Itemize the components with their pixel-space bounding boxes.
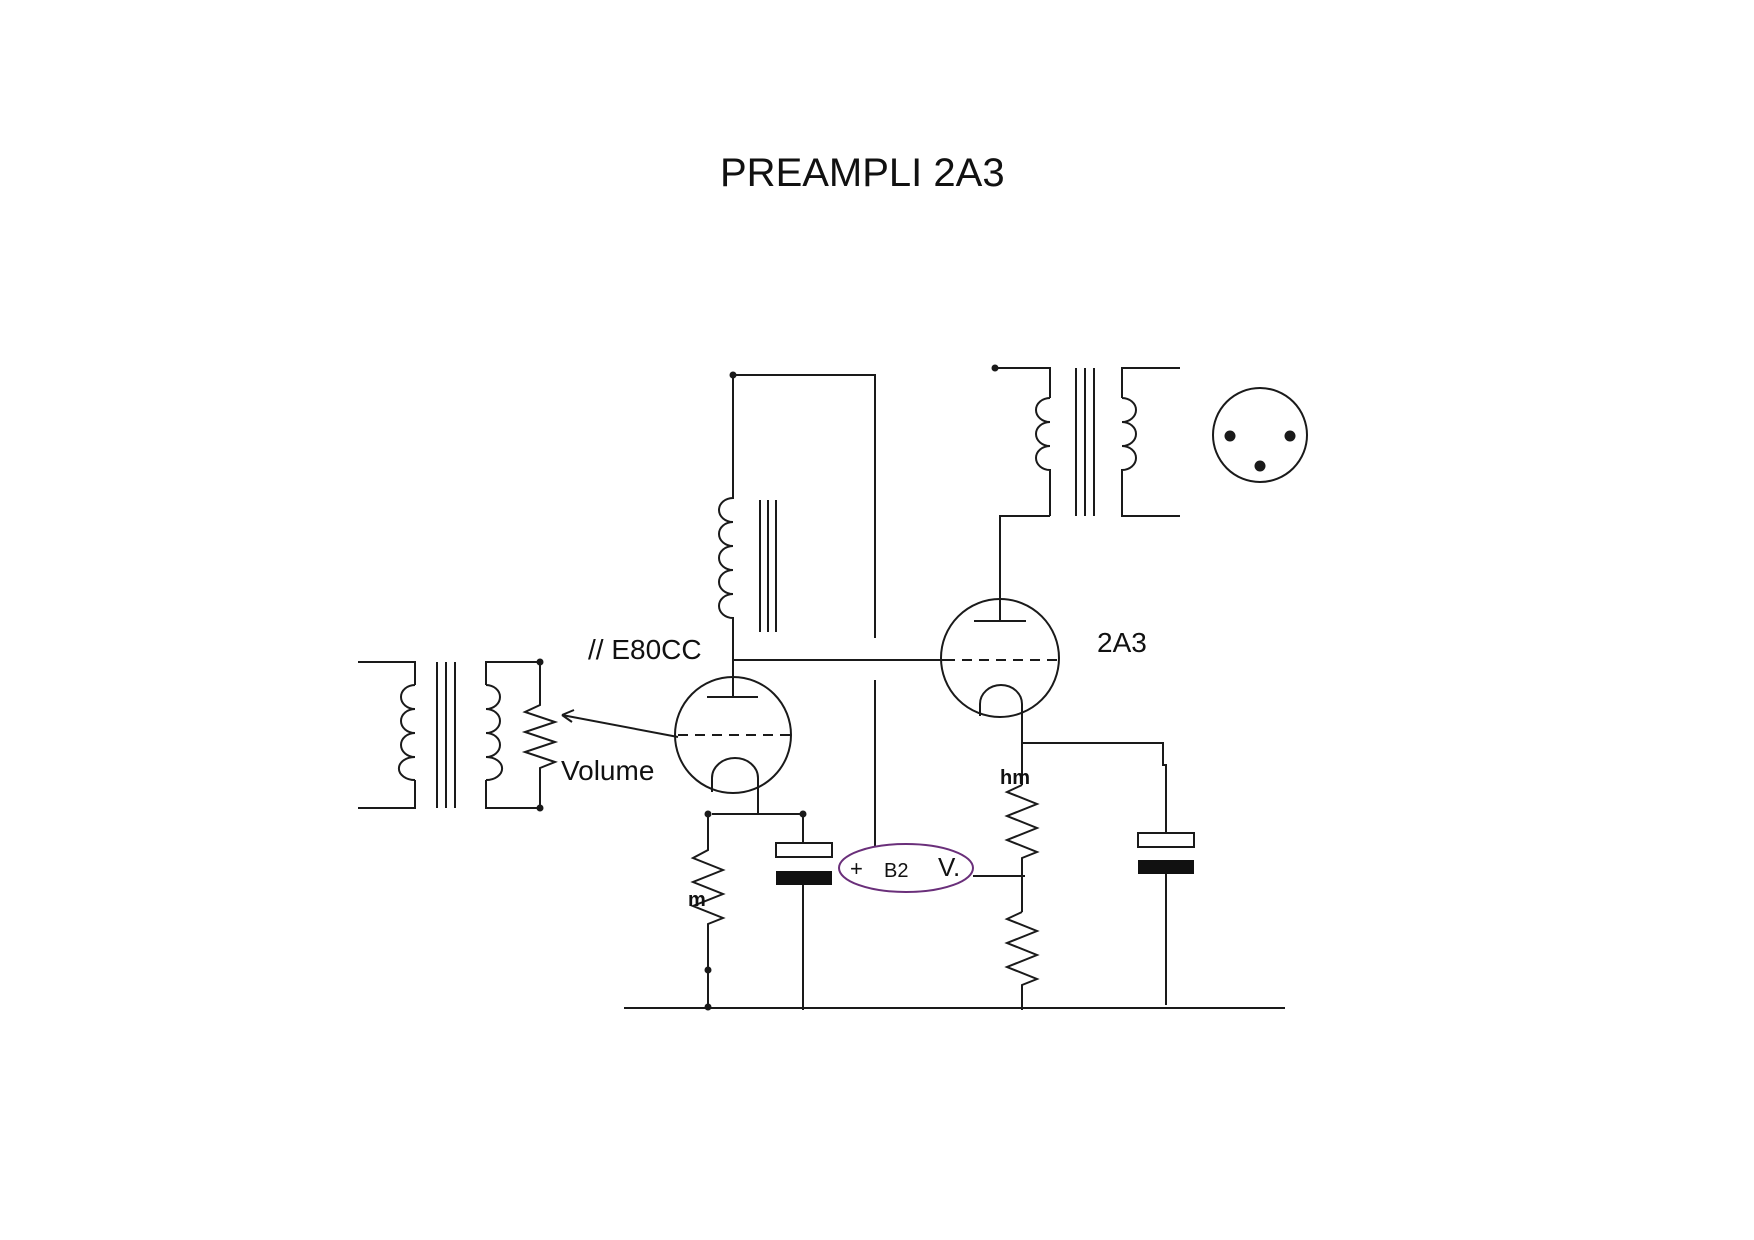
b2-plus-label: + [850,856,863,881]
2a3-label: 2A3 [1097,627,1147,658]
input-transformer [358,658,544,812]
cathode-resistor-label: m [688,889,706,911]
e80cc-cathode-network [690,792,833,1011]
2a3-tube [940,598,1060,718]
volume-potentiometer [521,662,679,808]
plate-choke [718,371,876,858]
filament-resistor-label: hm [1000,767,1030,789]
2a3-filament-network [1004,716,1195,1010]
output-transformer [991,364,1180,517]
b2-volt-label: V. [938,852,960,882]
2a3-plate-wire [999,515,1050,621]
b2-label: B2 [884,860,908,882]
volume-label: Volume [561,755,654,786]
diagram-title: PREAMPLI 2A3 [720,151,1005,195]
e80cc-label: // E80CC [588,634,702,665]
xlr-output-connector [1212,387,1308,483]
b2-supply [838,843,1025,893]
